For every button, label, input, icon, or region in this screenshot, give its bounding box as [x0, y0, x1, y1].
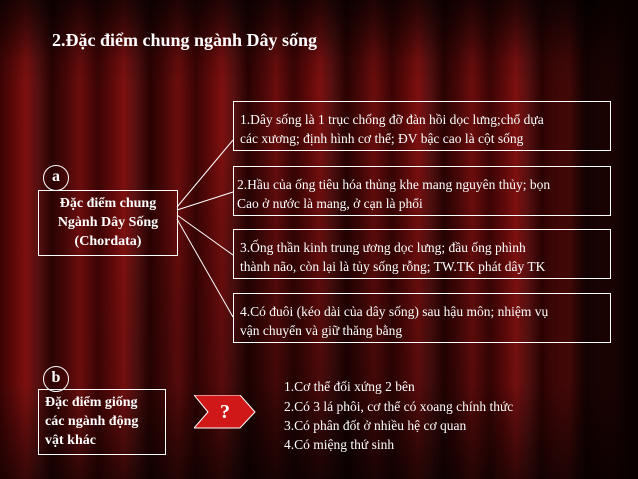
- feature-line: Cao ở nước là mang, ở cạn là phổi: [237, 196, 423, 211]
- feature-box-3: 3.Ống thần kinh trung ương dọc lưng; đầu…: [233, 229, 611, 279]
- section-b-marker: b: [43, 366, 69, 392]
- similarity-item: 2.Có 3 lá phôi, cơ thể có xoang chính th…: [284, 399, 514, 414]
- feature-line: 2.Hầu của ống tiêu hóa thủng khe mang ng…: [237, 177, 551, 192]
- slide-title: 2.Đặc điểm chung ngành Dây sống: [52, 30, 318, 50]
- similarity-item: 3.Có phân đốt ở nhiều hệ cơ quan: [284, 418, 467, 433]
- question-arrow: ?: [194, 395, 256, 429]
- question-mark: ?: [220, 401, 230, 423]
- section-a-label-line: (Chordata): [74, 234, 142, 249]
- feature-box-4: 4.Có đuôi (kéo dài của dây sống) sau hậu…: [233, 293, 611, 343]
- section-b-label-box: Đặc điểm giống các ngành động vật khác: [38, 389, 166, 455]
- feature-box-2: 2.Hầu của ống tiêu hóa thủng khe mang ng…: [233, 166, 611, 216]
- section-b-label-line: vật khác: [45, 433, 96, 448]
- similarity-item: 4.Có miệng thứ sinh: [284, 437, 395, 452]
- feature-line: thành não, còn lại là tủy sống rỗng; TW.…: [240, 259, 546, 274]
- feature-line: vận chuyển và giữ thăng bằng: [240, 323, 403, 338]
- section-a-marker: a: [43, 165, 69, 191]
- feature-box-1: 1.Dây sống là 1 trục chống đỡ đàn hồi dọ…: [233, 101, 611, 151]
- top-shade: [0, 0, 638, 60]
- feature-line: 1.Dây sống là 1 trục chống đỡ đàn hồi dọ…: [240, 112, 544, 127]
- section-a-label-line: Đặc điểm chung: [59, 196, 157, 211]
- arrow-shape: [194, 395, 256, 429]
- right-curtain-shadow: [548, 0, 638, 479]
- section-b-label-line: Đặc điểm giống: [45, 395, 138, 410]
- section-b-label-line: các ngành động: [45, 414, 139, 429]
- section-a-label-box: Đặc điểm chung Ngành Dây Sống (Chordata): [38, 190, 178, 256]
- feature-line: 3.Ống thần kinh trung ương dọc lưng; đầu…: [240, 240, 526, 255]
- feature-line: các xương; định hình cơ thể; ĐV bậc cao …: [240, 131, 524, 146]
- similarity-item: 1.Cơ thể đối xứng 2 bên: [284, 379, 415, 394]
- section-a-label-line: Ngành Dây Sống: [57, 215, 159, 230]
- feature-line: 4.Có đuôi (kéo dài của dây sống) sau hậu…: [240, 304, 549, 319]
